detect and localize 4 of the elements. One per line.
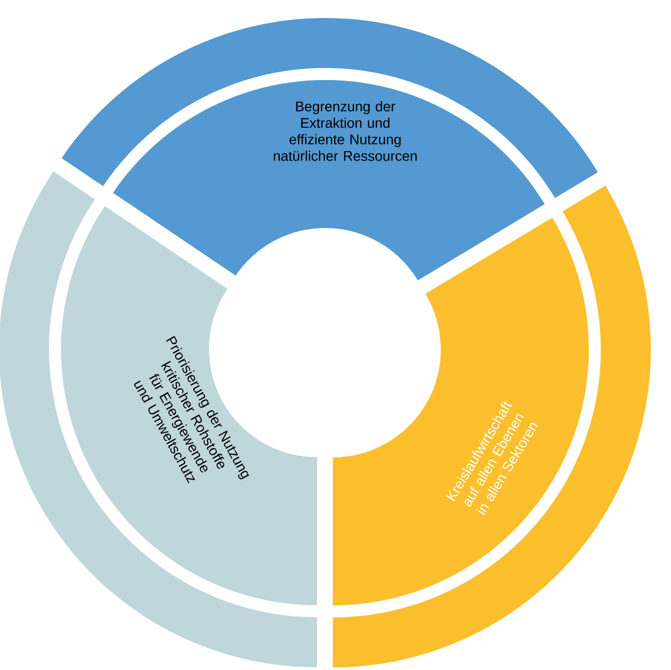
band-segment	[0, 171, 318, 668]
ring-segment: Begrenzung der Extraktion und effiziente Nutzung natürlicher Ressourcen	[113, 80, 545, 280]
band-segment	[332, 186, 651, 668]
band-segment	[62, 18, 598, 198]
